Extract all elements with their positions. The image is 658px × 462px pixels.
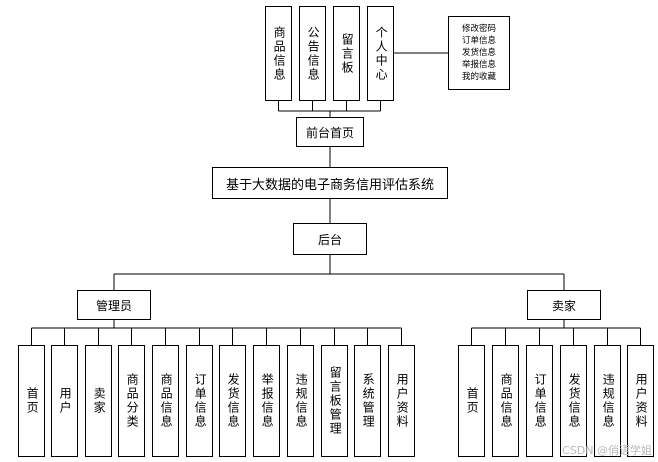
seller-module-node: 首页 [458, 345, 485, 457]
seller-node: 卖家 [527, 290, 601, 320]
admin-module-node: 用户 [51, 345, 78, 457]
frontend-module-node: 公告信息 [299, 6, 326, 101]
seller-module-node: 违规信息 [594, 345, 621, 457]
admin-module-node: 违规信息 [287, 345, 314, 457]
note-item: 我的收藏 [461, 72, 496, 82]
note-item: 举报信息 [461, 60, 496, 70]
admin-module-node: 商品分类 [118, 345, 145, 457]
admin-module-node: 卖家 [85, 345, 112, 457]
watermark: CSDN @俏语学姐 [562, 444, 652, 457]
note-item: 发货信息 [461, 48, 496, 58]
admin-node: 管理员 [77, 290, 151, 320]
backend-node: 后台 [293, 223, 367, 255]
frontend-module-node: 个人中心 [367, 6, 394, 101]
admin-module-node: 订单信息 [186, 345, 213, 457]
seller-module-node: 订单信息 [526, 345, 553, 457]
admin-module-node: 留言板管理 [321, 345, 348, 457]
admin-module-node: 举报信息 [253, 345, 280, 457]
admin-module-node: 系统管理 [354, 345, 381, 457]
seller-module-node: 商品信息 [492, 345, 519, 457]
system-title-node: 基于大数据的电子商务信用评估系统 [212, 167, 448, 199]
seller-module-node: 用户资料 [627, 345, 654, 457]
front-home-node: 前台首页 [296, 117, 364, 147]
note-item: 修改密码 [461, 24, 496, 34]
frontend-module-node: 留言板 [333, 6, 360, 101]
admin-module-node: 首页 [18, 345, 45, 457]
seller-module-node: 发货信息 [560, 345, 587, 457]
personal-center-items-note: 修改密码 订单信息 发货信息 举报信息 我的收藏 [448, 16, 510, 90]
admin-module-node: 商品信息 [152, 345, 179, 457]
frontend-module-node: 商品信息 [265, 6, 292, 101]
admin-module-node: 发货信息 [219, 345, 246, 457]
note-item: 订单信息 [461, 36, 496, 46]
admin-module-node: 用户资料 [388, 345, 415, 457]
